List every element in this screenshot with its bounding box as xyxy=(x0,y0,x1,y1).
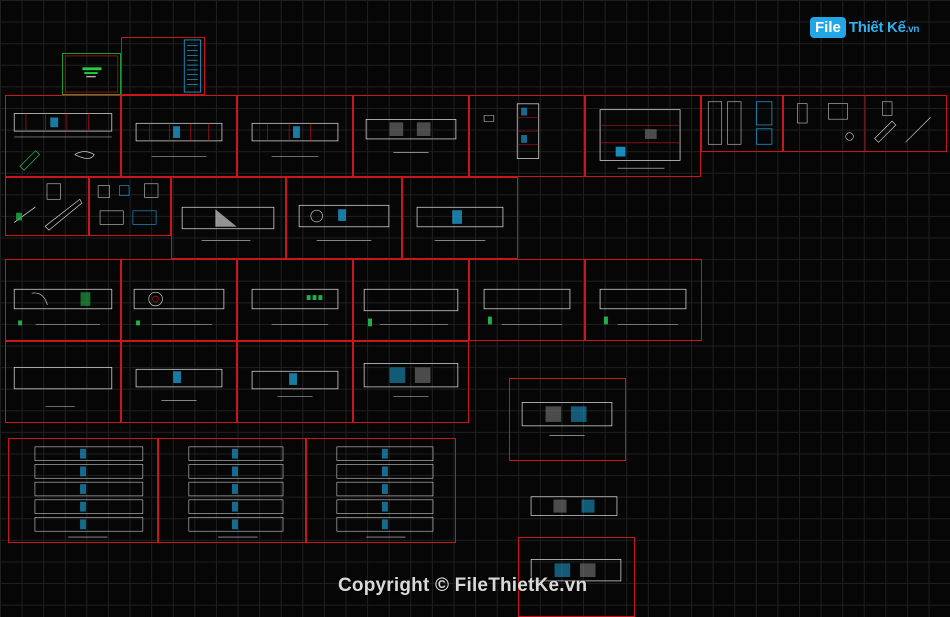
sheet-r4-4[interactable] xyxy=(353,341,469,423)
floor-plan-drawing xyxy=(298,204,390,241)
sheet-r3-4[interactable] xyxy=(353,259,469,341)
section-drawing xyxy=(599,109,681,169)
filethietke-logo: File Thiết Kế.vn xyxy=(810,14,919,40)
floor-plan-drawing xyxy=(13,366,113,407)
sheet-r4-1[interactable] xyxy=(5,341,121,423)
stacked-plans-drawing xyxy=(336,446,434,538)
sheet-r1-1[interactable] xyxy=(5,95,121,177)
detail-drawing xyxy=(707,101,773,145)
floor-plan-drawing xyxy=(365,119,457,153)
logo-text: Thiết Kế.vn xyxy=(848,18,920,36)
logo-badge: File xyxy=(810,16,846,38)
floor-plan-drawing xyxy=(13,113,113,171)
sheet-r3-2[interactable] xyxy=(121,259,237,341)
floor-plan-drawing xyxy=(530,496,618,516)
sheet-r1-3[interactable] xyxy=(237,95,353,177)
floor-plan-drawing xyxy=(181,206,275,241)
sheet-r1-6[interactable] xyxy=(585,95,701,177)
floor-plan-drawing xyxy=(416,206,504,241)
sheet-r2-4[interactable] xyxy=(286,177,402,259)
cover-sheet-drawing xyxy=(64,55,119,93)
floor-plan-drawing xyxy=(251,288,339,325)
stacked-plans-drawing xyxy=(188,446,284,538)
sheet-r2-1[interactable] xyxy=(5,177,89,236)
floor-plan-drawing xyxy=(363,288,459,327)
sheet-r3-1[interactable] xyxy=(5,259,121,341)
sheet-r2-5[interactable] xyxy=(402,177,518,259)
sheet-r1-2[interactable] xyxy=(121,95,237,177)
sheet-r3-6[interactable] xyxy=(585,259,702,341)
floor-plan-drawing xyxy=(251,370,339,397)
sheet-r1-4[interactable] xyxy=(353,95,469,177)
floor-plan-drawing xyxy=(135,368,223,401)
elevation-drawing xyxy=(483,103,540,159)
logo-domain: .vn xyxy=(905,23,920,35)
stacked-plans-drawing xyxy=(34,446,144,538)
stair-drawing xyxy=(13,183,83,231)
sheet-r3-3[interactable] xyxy=(237,259,353,341)
sheet-r5-1[interactable] xyxy=(8,438,158,543)
floor-plan-drawing xyxy=(483,288,571,325)
floor-plan-drawing xyxy=(530,559,622,582)
sheet-r4-2[interactable] xyxy=(121,341,237,423)
sheet-mid-2[interactable] xyxy=(524,492,624,522)
sheet-r1-8[interactable] xyxy=(783,95,947,152)
copyright-watermark: Copyright © FileThietKe.vn xyxy=(338,575,588,596)
sheet-r1-5[interactable] xyxy=(469,95,585,177)
sheet-r1-7[interactable] xyxy=(701,95,783,152)
sheet-mid-1[interactable] xyxy=(509,378,626,461)
sheet-r5-3[interactable] xyxy=(306,438,456,543)
floor-plan-drawing xyxy=(521,402,613,436)
logo-text-main: Thiết Kế xyxy=(848,18,906,36)
detail-drawing xyxy=(797,96,931,151)
sheet-r5-2[interactable] xyxy=(158,438,306,543)
sheet-r3-5[interactable] xyxy=(469,259,585,341)
floor-plan-drawing xyxy=(599,288,687,325)
floor-plan-drawing xyxy=(135,122,223,157)
floor-plan-drawing xyxy=(363,363,459,397)
sheet-r2-2[interactable] xyxy=(89,177,171,236)
floor-plan-drawing xyxy=(251,122,339,157)
index-sheet-drawing xyxy=(183,39,202,93)
cover-sheet[interactable] xyxy=(62,53,121,95)
floor-plan-drawing xyxy=(13,288,113,326)
index-sheet[interactable] xyxy=(121,37,205,95)
sheet-r4-3[interactable] xyxy=(237,341,353,423)
floor-plan-drawing xyxy=(133,288,225,326)
sheet-r2-3[interactable] xyxy=(171,177,286,259)
detail-drawing xyxy=(97,183,159,225)
